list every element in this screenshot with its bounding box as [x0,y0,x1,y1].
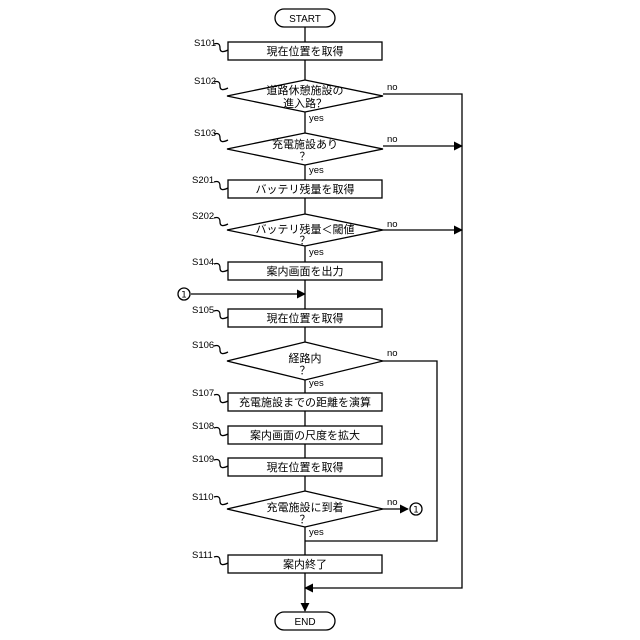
decision-s106-line2: ？ [300,364,311,377]
step-s107-text: 充電施設までの距離を演算 [239,395,371,409]
step-s104-text: 案内画面を出力 [267,264,344,278]
step-s105: 現在位置を取得 S105 [192,305,382,327]
decision-s103: 充電施設あり ？ S103 no yes [194,128,398,176]
decision-s106-line1: 経路内 [289,351,322,365]
end-terminal: END [275,612,335,630]
decision-s202-no: no [387,219,398,230]
step-s108-id: S108 [192,421,214,432]
decision-s202-yes: yes [309,247,324,258]
decision-s202-id: S202 [192,211,214,222]
step-s104-id: S104 [192,257,214,268]
step-s101: 現在位置を取得 S101 [194,38,382,60]
step-s201: バッテリ残量を取得 S201 [192,175,382,198]
step-s109-id: S109 [192,454,214,465]
decision-s102-no: no [387,82,398,93]
step-s111-id: S111 [192,550,213,561]
step-s108-text: 案内画面の尺度を拡大 [250,428,360,442]
start-terminal: START [275,9,335,27]
step-s201-id: S201 [192,175,214,186]
step-s105-text: 現在位置を取得 [267,311,344,325]
step-s201-text: バッテリ残量を取得 [256,182,355,196]
step-s101-text: 現在位置を取得 [267,44,344,58]
decision-s106: 経路内 ？ S106 no yes [192,340,398,389]
decision-s103-line2: ？ [300,150,311,163]
step-s101-id: S101 [194,38,216,49]
decision-s110: 充電施設に到着 ？ S110 no yes [192,491,398,538]
step-s111: 案内終了 S111 [192,550,382,573]
step-s104: 案内画面を出力 S104 [192,257,382,280]
decision-s103-yes: yes [309,165,324,176]
decision-s102-line1: 道路休憩施設の [267,83,344,97]
decision-s103-id: S103 [194,128,216,139]
decision-s110-no: no [387,497,398,508]
connector-1-exit-label: 1 [413,506,419,516]
step-s109-text: 現在位置を取得 [267,460,344,474]
decision-s103-line1: 充電施設あり [272,137,338,151]
end-label: END [294,617,315,628]
step-s107: 充電施設までの距離を演算 S107 [192,388,382,411]
connector-1-entry-label: 1 [181,291,187,301]
connector-1-entry: 1 [178,288,190,301]
decision-s106-yes: yes [309,378,324,389]
connector-1-exit: 1 [410,503,422,516]
decision-s106-no: no [387,348,398,359]
decision-s103-no: no [387,134,398,145]
decision-s202: バッテリ残量＜閾値 ？ S202 no yes [192,211,398,258]
decision-s102-id: S102 [194,76,216,87]
decision-s110-id: S110 [192,492,213,503]
step-s107-id: S107 [192,388,214,399]
step-s109: 現在位置を取得 S109 [192,454,382,476]
step-s111-text: 案内終了 [283,557,327,571]
decision-s106-id: S106 [192,340,214,351]
decision-s102-line2: 進入路？ [283,97,327,110]
decision-s110-yes: yes [309,527,324,538]
decision-s102: 道路休憩施設の 進入路？ S102 no yes [194,76,398,124]
decision-s202-line2: ？ [300,234,311,247]
decision-s102-yes: yes [309,113,324,124]
decision-s110-line2: ？ [300,513,311,526]
decision-s110-line1: 充電施設に到着 [267,500,344,514]
start-label: START [289,14,321,25]
step-s108: 案内画面の尺度を拡大 S108 [192,421,382,444]
step-s105-id: S105 [192,305,214,316]
